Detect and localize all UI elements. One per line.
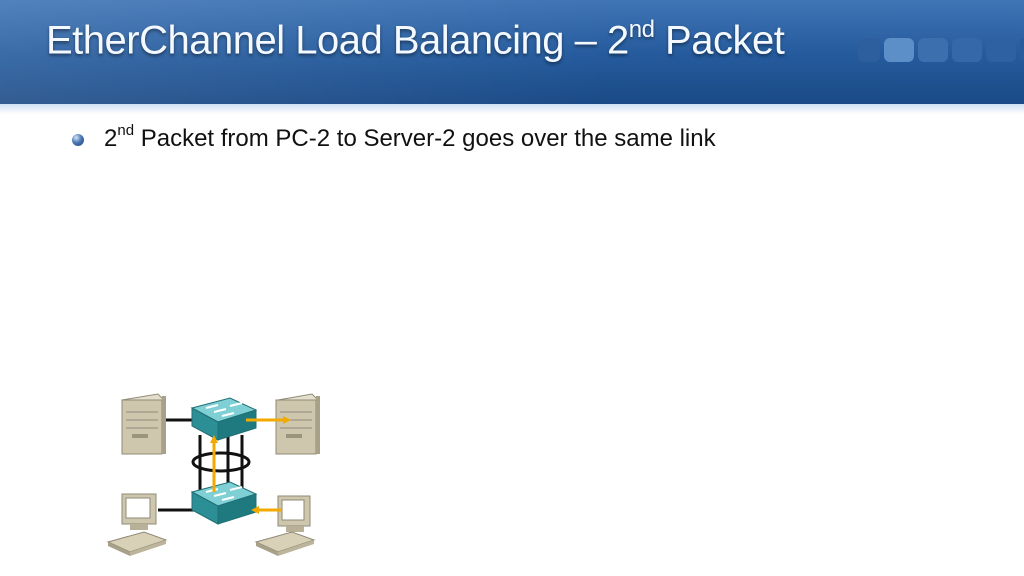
bullet-item: 2nd Packet from PC-2 to Server-2 goes ov…	[72, 122, 716, 153]
title-main: EtherChannel Load Balancing – 2	[46, 18, 629, 63]
title-decoration-block	[884, 38, 914, 62]
pc-icon	[106, 493, 168, 556]
etherchannel-ring	[191, 451, 251, 473]
title-decoration-block	[952, 38, 982, 62]
packet-path	[210, 416, 291, 514]
bullet-number: 2	[104, 125, 118, 152]
pc-icon	[254, 495, 316, 556]
title-decoration-block	[918, 38, 948, 62]
title-bar-fade	[0, 104, 1024, 114]
title-bar: EtherChannel Load Balancing – 2nd Packet	[0, 0, 1024, 104]
bullet-text: 2nd Packet from PC-2 to Server-2 goes ov…	[104, 122, 716, 153]
switch-icon	[190, 481, 258, 525]
title-decoration-block	[986, 38, 1016, 62]
title-superscript: nd	[628, 16, 655, 43]
bullet-icon	[72, 133, 84, 146]
title-decoration-block	[858, 38, 880, 62]
switch-icon	[190, 397, 258, 441]
title-end: Packet	[654, 18, 785, 63]
slide-title: EtherChannel Load Balancing – 2nd Packet	[46, 16, 785, 63]
title-decoration-block	[1020, 38, 1024, 62]
server-icon	[120, 393, 166, 455]
network-diagram	[106, 393, 320, 556]
bullet-body: Packet from PC-2 to Server-2 goes over t…	[134, 125, 716, 152]
server-icon	[275, 393, 320, 455]
bullet-superscript: nd	[117, 122, 135, 139]
